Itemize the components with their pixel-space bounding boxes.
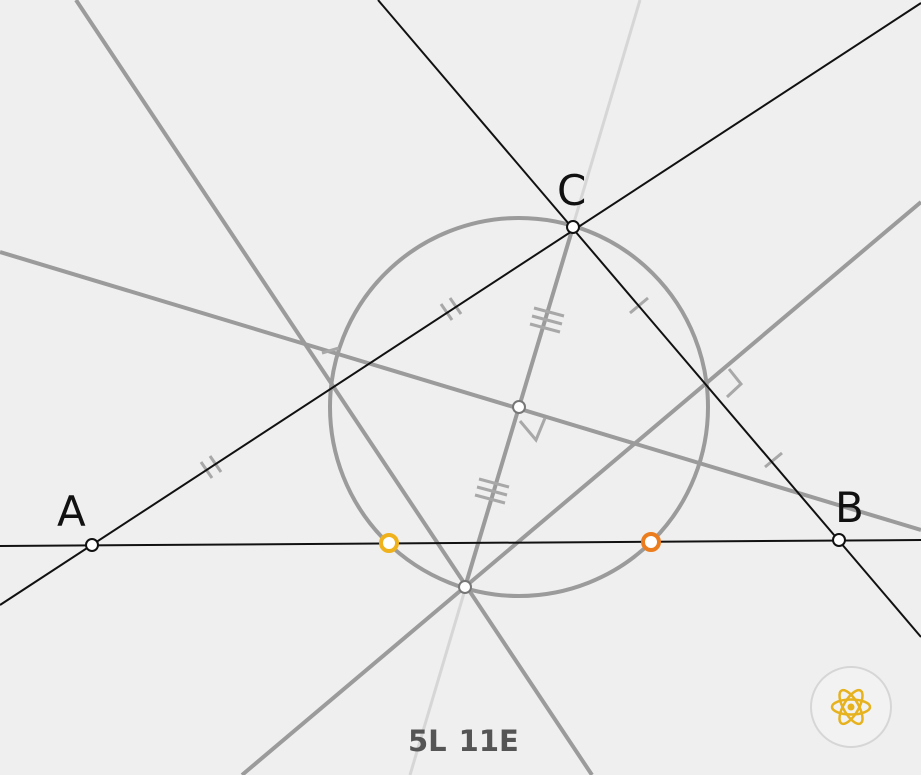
- bisector-line-2: [0, 250, 921, 532]
- point-a-label: A: [57, 487, 86, 536]
- line-bc: [377, 0, 921, 638]
- euclid-count: 11E: [458, 724, 519, 758]
- point-c[interactable]: [566, 220, 580, 234]
- line-ab: [0, 539, 921, 547]
- intersection-point[interactable]: [458, 580, 472, 594]
- move-counter: 5L 11E: [408, 724, 519, 758]
- right-angle-marker: [518, 417, 547, 443]
- bisector-line-3: [240, 200, 921, 775]
- hint-button[interactable]: [810, 666, 892, 748]
- circumcircle: [328, 216, 710, 598]
- target-point-orange[interactable]: [641, 532, 661, 552]
- right-angle-marker: [725, 368, 744, 399]
- atom-icon: [830, 688, 872, 726]
- right-angle-marker: [321, 346, 340, 355]
- circumcenter-point[interactable]: [512, 400, 526, 414]
- point-b-label: B: [835, 483, 864, 532]
- target-point-yellow[interactable]: [379, 533, 399, 553]
- tick-mark: [529, 306, 565, 334]
- tick-mark: [439, 297, 463, 321]
- point-b[interactable]: [832, 533, 846, 547]
- line-ac: [0, 2, 921, 606]
- tick-mark: [764, 451, 783, 469]
- point-a[interactable]: [85, 538, 99, 552]
- point-c-label: C: [557, 166, 586, 215]
- tick-mark: [474, 477, 510, 505]
- lines-count: 5L: [408, 724, 447, 758]
